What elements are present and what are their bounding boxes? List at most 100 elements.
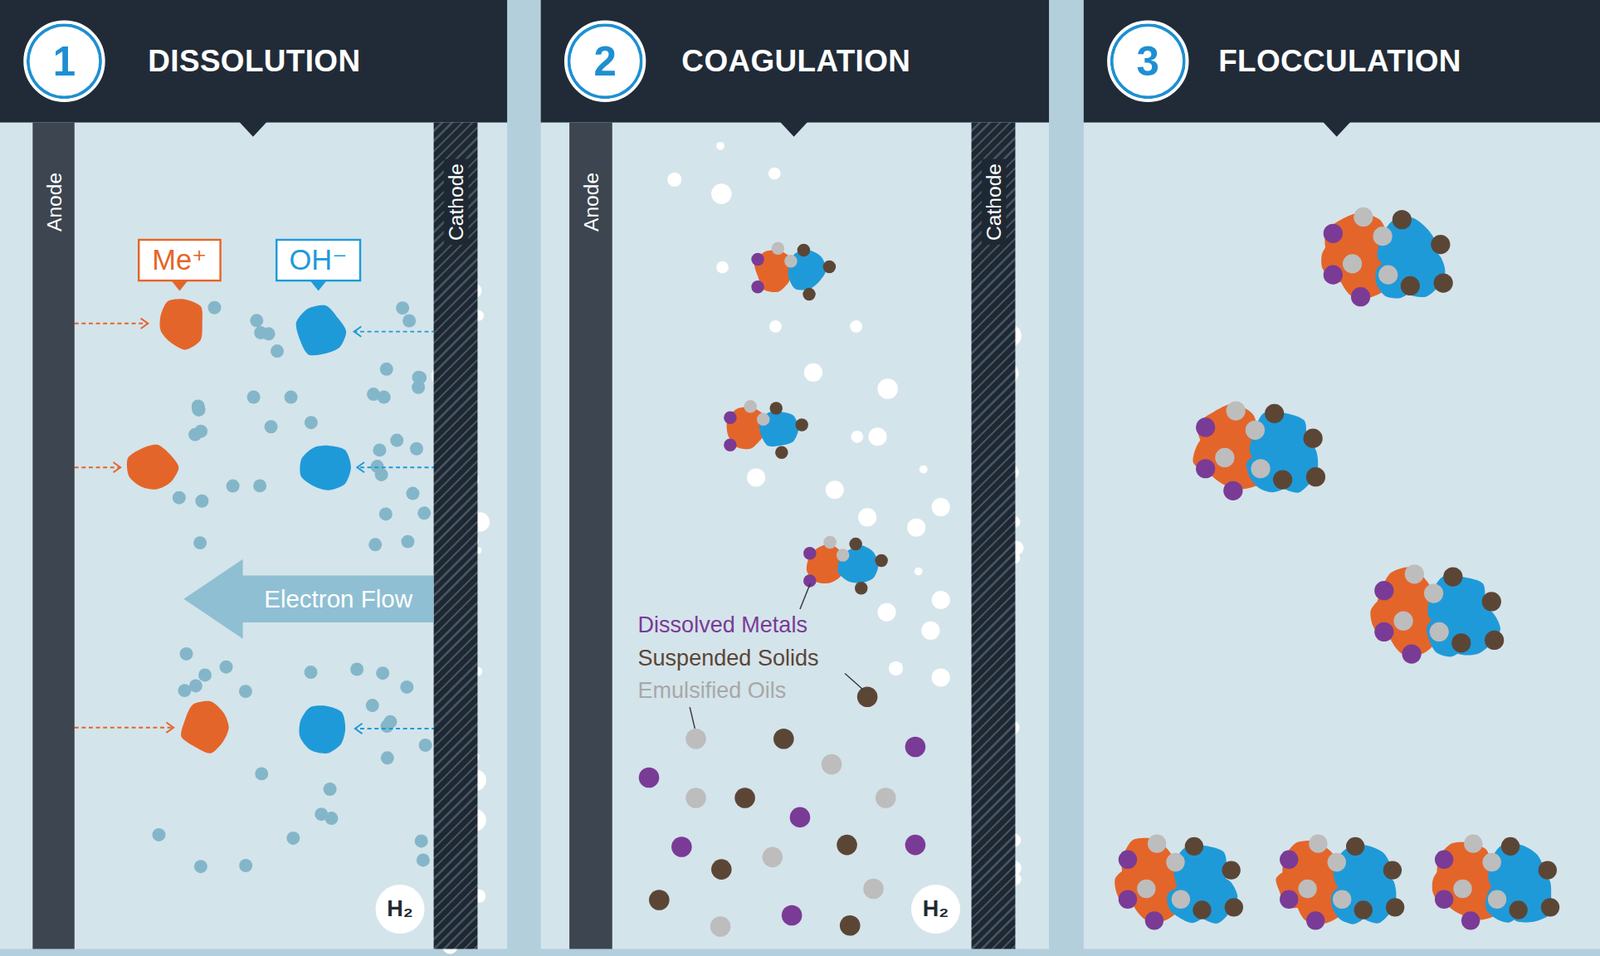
captured-particle: [1136, 879, 1156, 898]
hydroxide-dot: [370, 459, 385, 474]
node-text: 3: [1136, 40, 1160, 82]
captured-particle: [1223, 481, 1243, 501]
hydroxide-dot: [395, 301, 410, 315]
pollutant-particle: [821, 754, 843, 776]
captured-particle: [1302, 429, 1322, 449]
pollutant-particle: [711, 858, 732, 880]
hydroxide-dot: [239, 684, 253, 698]
captured-particle: [1250, 458, 1270, 479]
hydroxide-dot: [253, 478, 267, 493]
hydroxide-ion: [299, 705, 347, 754]
captured-particle: [1434, 890, 1454, 909]
leader-line: [844, 673, 864, 691]
hydroxide-dot: [402, 313, 416, 327]
floc: [1275, 834, 1405, 930]
hydrogen-bubble: [877, 603, 896, 622]
hydrogen-bubbles: [431, 141, 1025, 955]
hydrogen-bubble: [931, 497, 951, 517]
hydroxide-ion: [299, 445, 352, 491]
ion-callout: OH⁻: [274, 239, 361, 283]
hydroxide-dot: [195, 494, 209, 508]
captured-particle: [802, 287, 815, 301]
node-text: H₂: [922, 896, 950, 923]
captured-particle: [769, 401, 782, 415]
dashed-arrow: [354, 331, 444, 333]
hydroxide-dot: [247, 390, 261, 405]
captured-particle: [1221, 860, 1240, 879]
hydroxide-dot: [414, 834, 429, 848]
captured-particle: [1327, 853, 1347, 872]
dashed-arrow: [356, 466, 443, 469]
pollutant-particle: [734, 787, 756, 809]
captured-particle: [723, 439, 737, 452]
hydroxide-dot: [270, 344, 284, 358]
captured-particle: [784, 254, 797, 268]
step-title: COAGULATION: [681, 0, 911, 123]
pollutant-particle: [685, 728, 707, 750]
captured-particle: [1378, 265, 1398, 285]
hydroxide-dot: [192, 403, 206, 417]
hydroxide-dot: [226, 479, 240, 493]
captured-particle: [1430, 234, 1450, 254]
node-text: 1: [53, 40, 76, 82]
plate-label: Cathode: [980, 159, 1006, 245]
arrow-head: [356, 462, 365, 473]
hydroxide-dot: [191, 402, 205, 416]
captured-particle: [1145, 911, 1164, 930]
arrow-head: [141, 318, 149, 329]
hydroxide-dot: [198, 668, 212, 682]
floc: [1370, 564, 1504, 664]
captured-particle: [1429, 622, 1449, 642]
hydroxide-dot: [400, 535, 415, 549]
hydrogen-bubble: [921, 621, 940, 640]
captured-particle: [1306, 467, 1326, 487]
captured-particle: [803, 546, 816, 560]
hydroxide-dot: [304, 665, 318, 679]
captured-particle: [1501, 837, 1520, 856]
pollutant-particle: [836, 834, 858, 856]
metal-hydroxide: [1192, 434, 1236, 478]
hydroxide-dot: [172, 491, 186, 505]
arrow-head: [165, 722, 174, 733]
anode-plate: Anode: [569, 122, 613, 950]
hydroxide-dot: [286, 831, 300, 845]
captured-particle: [1482, 853, 1501, 872]
captured-particle: [1308, 834, 1327, 853]
floc: [1321, 207, 1454, 308]
captured-particle: [771, 242, 785, 255]
particle-label: Suspended Solids: [637, 644, 819, 672]
header-notch: [239, 121, 268, 137]
captured-particle: [1165, 853, 1185, 872]
pollutant-particle: [790, 807, 811, 829]
captured-particle: [854, 581, 868, 595]
flocs: [723, 207, 1560, 931]
hydrogen-bubble: [907, 518, 926, 537]
hydrogen-bubble: [768, 167, 781, 181]
arrow-head: [355, 723, 363, 734]
hydroxide-dot: [409, 442, 424, 456]
step-number: 2: [564, 20, 646, 103]
node-text: Electron Flow: [243, 559, 435, 640]
hydroxide-dot: [323, 782, 337, 796]
captured-particle: [1443, 566, 1463, 586]
header-notch: [779, 121, 808, 137]
step-header: DISSOLUTION1: [0, 0, 508, 123]
pollutant-particle: [781, 905, 803, 927]
hydrogen-bubble: [931, 668, 951, 687]
hydrogen-bubble: [849, 320, 863, 333]
node-text: OH⁻: [289, 243, 348, 276]
pollutant-particle: [671, 836, 693, 858]
captured-particle: [823, 260, 836, 274]
hydroxide-dot: [304, 415, 318, 430]
panel-ground: [0, 122, 508, 950]
hydroxide-dot: [379, 507, 393, 521]
pollutant-particle: [839, 915, 861, 937]
floc: [1432, 834, 1560, 930]
hydroxide-dot: [417, 506, 431, 520]
leader-line: [800, 583, 810, 610]
floc: [1114, 834, 1244, 930]
hydroxide-dot: [151, 828, 166, 842]
pollutant-particle: [905, 736, 927, 758]
